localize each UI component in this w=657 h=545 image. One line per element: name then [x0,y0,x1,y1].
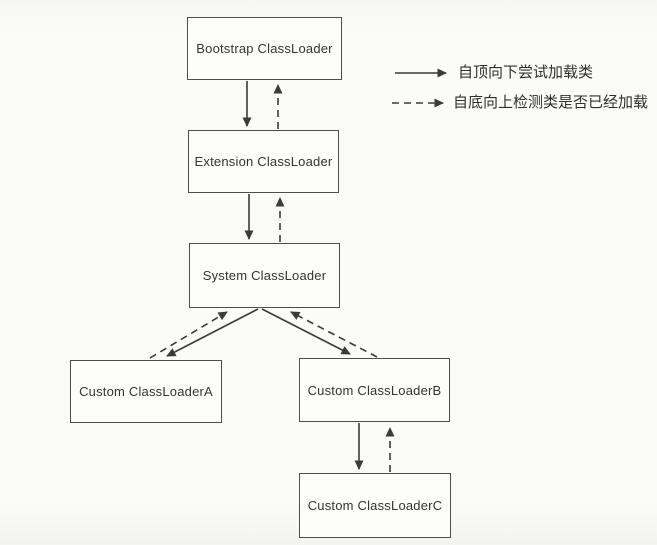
node-bootstrap-classloader: Bootstrap ClassLoader [187,17,342,80]
arrow-customA-to-system-dashed [149,311,228,359]
node-custom-a-label: Custom ClassLoaderA [79,384,213,399]
arrow-customB-to-system-dashed [290,311,378,358]
legend-label-dashed: 自底向上检测类是否已经加载 [453,94,649,111]
arrow-system-to-customB-solid [261,308,351,355]
node-system-classloader: System ClassLoader [189,243,340,308]
node-custom-b-label: Custom ClassLoaderB [307,382,442,398]
legend-label-solid: 自顶向下尝试加载类 [458,64,594,81]
node-system-label: System ClassLoader [202,268,327,283]
node-custom-classloader-c: Custom ClassLoaderC [299,473,451,538]
node-bootstrap-label: Bootstrap ClassLoader [196,41,333,56]
node-custom-classloader-a: Custom ClassLoaderA [70,360,222,423]
node-custom-c-label: Custom ClassLoaderC [307,498,443,513]
node-extension-label: Extension ClassLoader [194,154,333,169]
node-custom-classloader-b: Custom ClassLoaderB [299,358,450,422]
node-extension-classloader: Extension ClassLoader [188,130,339,193]
arrow-system-to-customA-solid [166,308,259,357]
